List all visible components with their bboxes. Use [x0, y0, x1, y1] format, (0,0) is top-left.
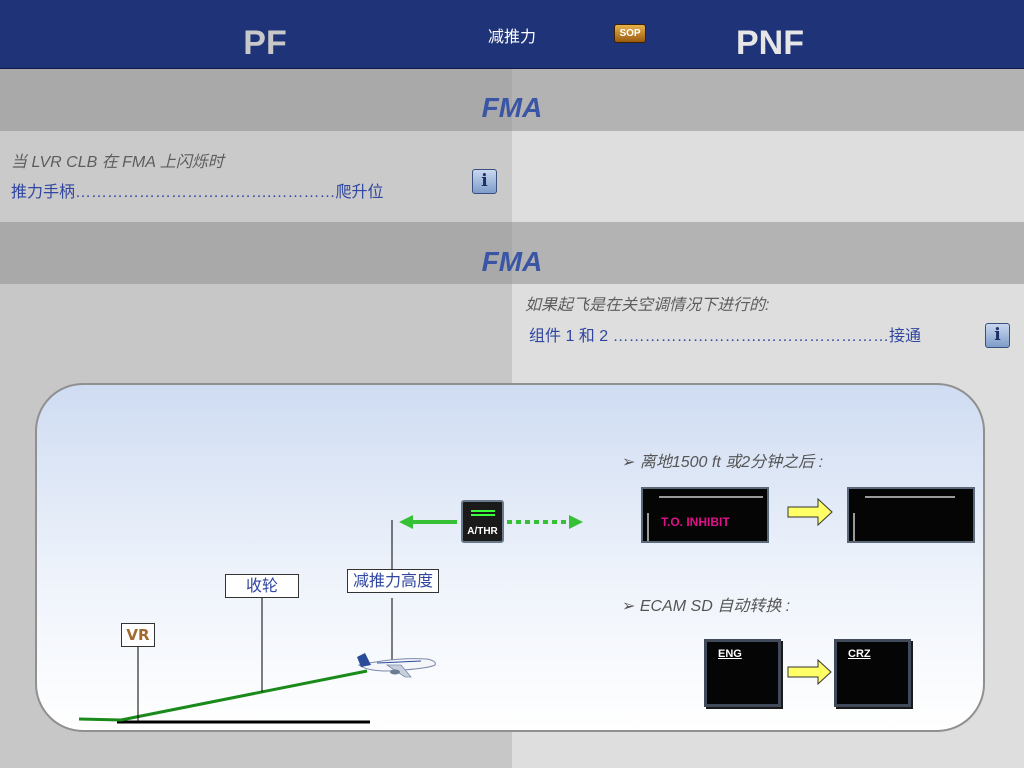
gear-up-label: 收轮 — [225, 574, 299, 598]
info-button[interactable]: i — [472, 169, 497, 194]
flight-path-graphic — [78, 497, 833, 724]
bullet-arrow-icon: ➢ — [622, 598, 640, 615]
memo-screen-before: T.O. INHIBIT — [641, 487, 769, 543]
athr-indicator-light — [471, 510, 495, 512]
info-button[interactable]: i — [985, 323, 1010, 348]
sop-button[interactable]: SOP — [614, 24, 646, 43]
ecam-crz-page: CRZ — [834, 639, 911, 707]
pf-step-area — [0, 131, 512, 222]
ecam-eng-page: ENG — [704, 639, 781, 707]
header-bar — [0, 0, 1024, 69]
transition-arrow-icon — [787, 658, 832, 686]
athr-button[interactable]: A/THR — [461, 500, 504, 543]
vr-label: VR — [121, 623, 155, 647]
page-title: 减推力 — [487, 27, 536, 46]
thrust-reduction-altitude-label: 减推力高度 — [347, 569, 439, 593]
pf-condition: 当 LVR CLB 在 FMA 上闪烁时 — [11, 154, 224, 171]
pf-action: 推力手柄……………………………….…………爬升位 — [11, 184, 384, 201]
takeoff-diagram: VR 收轮 减推力高度 A/THR ➢ 离地1500 ft 或2分钟之后 : T… — [35, 383, 985, 732]
to-inhibit-text: T.O. INHIBIT — [661, 515, 730, 529]
transition-arrow-icon — [787, 497, 833, 527]
ecam-crz-label: CRZ — [848, 648, 871, 660]
bullet-ecam-switch-text: ECAM SD 自动转换 : — [639, 598, 791, 615]
bullet-after-liftoff-text: 离地1500 ft 或2分钟之后 : — [639, 454, 824, 471]
aircraft-icon — [357, 653, 436, 678]
pf-label: PF — [243, 24, 287, 62]
climb-path — [78, 669, 368, 722]
fma-heading: FMA — [481, 92, 543, 123]
bullet-arrow-icon: ➢ — [622, 454, 640, 471]
bullet-ecam-switch: ➢ ECAM SD 自动转换 : — [622, 592, 790, 616]
pnf-label: PNF — [736, 24, 804, 62]
section-band-left — [0, 222, 512, 284]
section-band-left — [0, 69, 512, 131]
memo-screen-after — [847, 487, 975, 543]
bullet-after-liftoff: ➢ 离地1500 ft 或2分钟之后 : — [622, 448, 823, 472]
athr-indicator-light — [471, 514, 495, 516]
athr-button-label: A/THR — [467, 526, 498, 537]
ecam-eng-label: ENG — [718, 648, 742, 660]
pnf-condition: 如果起飞是在关空调情况下进行的: — [525, 297, 770, 314]
pnf-action: 组件 1 和 2 ……………………….……………………接通 — [529, 328, 922, 345]
fma-heading: FMA — [481, 246, 543, 277]
